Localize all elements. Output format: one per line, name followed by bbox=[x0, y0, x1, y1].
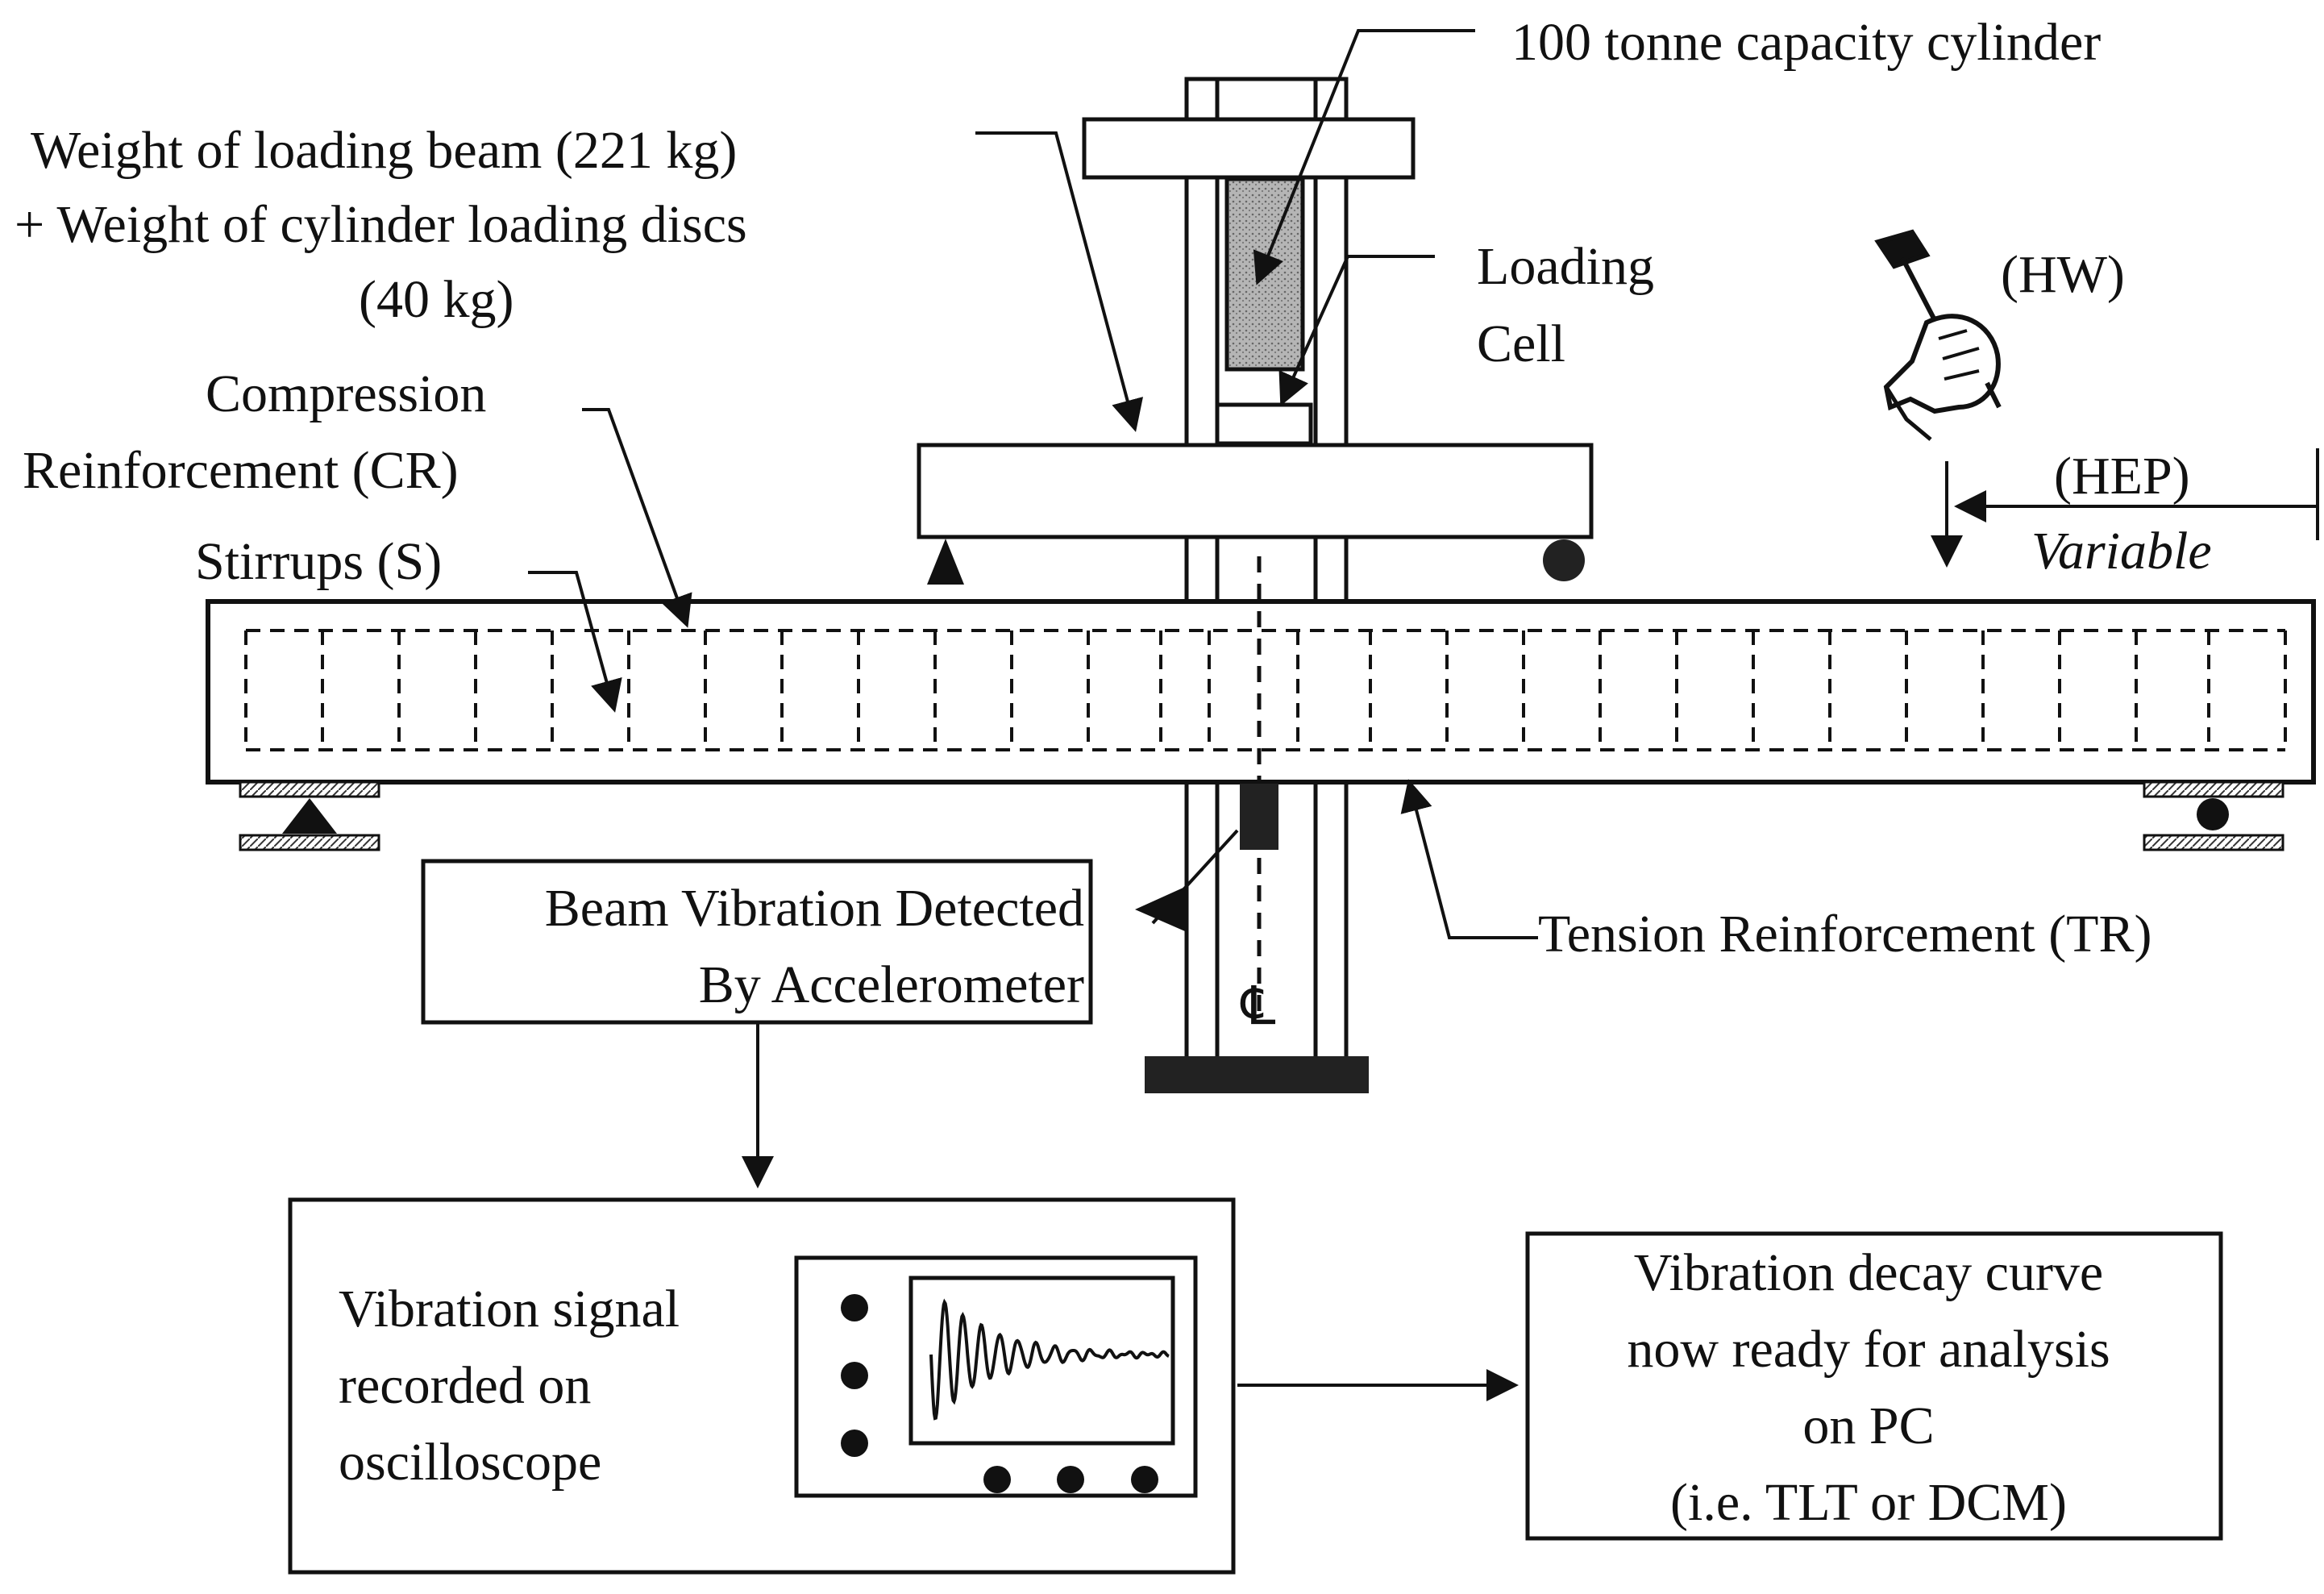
oscilloscope-knob bbox=[841, 1362, 868, 1389]
stirrups-leader bbox=[528, 571, 622, 713]
cr-label-line1: Compression bbox=[206, 364, 486, 423]
reinforcement-cage bbox=[244, 629, 2287, 751]
tension-label: Tension Reinforcement (TR) bbox=[1538, 905, 2151, 963]
frame-base-plate bbox=[1145, 1056, 1369, 1093]
pc-box-line2: now ready for analysis bbox=[1627, 1320, 2110, 1379]
loading-beam bbox=[917, 443, 1594, 539]
oscilloscope-icon bbox=[794, 1255, 1198, 1498]
cr-leader bbox=[582, 408, 692, 628]
pc-box-line1: Vibration decay curve bbox=[1634, 1243, 2103, 1302]
stirrups-label: Stirrups (S) bbox=[195, 532, 442, 591]
tr-leader bbox=[1400, 779, 1538, 939]
loading-pin-icon bbox=[927, 539, 964, 585]
hep-label: (HEP) bbox=[2054, 447, 2190, 506]
stirrups bbox=[244, 631, 2287, 750]
oscilloscope-knob bbox=[841, 1294, 868, 1321]
frame-left-column bbox=[1184, 77, 1220, 1092]
accelerometer-box-line2: By Accelerometer bbox=[699, 955, 1084, 1014]
crosshead bbox=[1082, 117, 1416, 180]
accelerometer-box-line1: Beam Vibration Detected bbox=[545, 879, 1084, 938]
accelerometer-icon bbox=[1240, 784, 1278, 850]
leader-lines bbox=[528, 29, 2319, 1401]
pc-box-line3: on PC bbox=[1802, 1396, 1934, 1455]
oscilloscope-knob bbox=[841, 1430, 868, 1457]
accelerometer-box bbox=[421, 859, 1093, 1025]
oscilloscope-box-line1: Vibration signal bbox=[339, 1280, 680, 1338]
centerline-symbol: ℄ bbox=[1240, 977, 1276, 1036]
weight-label-line3: (40 kg) bbox=[359, 270, 513, 329]
loading-cell-leader bbox=[1278, 255, 1435, 406]
loading-cell-label-line1: Loading bbox=[1477, 237, 1654, 296]
loading-cell bbox=[1215, 402, 1313, 446]
pin-support-icon bbox=[239, 780, 380, 851]
pc-box-line4: (i.e. TLT or DCM) bbox=[1670, 1473, 2067, 1532]
hw-label: (HW) bbox=[2001, 245, 2125, 304]
loading-cell-label-line2: Cell bbox=[1477, 314, 1565, 373]
oscilloscope-button bbox=[983, 1466, 1011, 1493]
variable-label: Variable bbox=[2031, 522, 2212, 581]
oscilloscope-button bbox=[1131, 1466, 1158, 1493]
weight-leader bbox=[975, 131, 1144, 432]
oscilloscope-button bbox=[1057, 1466, 1084, 1493]
cylinder-label: 100 tonne capacity cylinder bbox=[1511, 13, 2101, 72]
weight-label-line1: Weight of loading beam (221 kg) bbox=[31, 121, 737, 180]
hydraulic-cylinder bbox=[1224, 177, 1305, 372]
oscilloscope-box-line3: oscilloscope bbox=[339, 1433, 601, 1492]
oscilloscope-box-line2: recorded on bbox=[339, 1356, 591, 1415]
weight-label-line2: + Weight of cylinder loading discs bbox=[15, 195, 747, 254]
frame-right-column bbox=[1313, 77, 1349, 1092]
cylinder-leader bbox=[1253, 29, 1475, 285]
roller-support-icon bbox=[2143, 780, 2285, 851]
accelerometer-signal-icon bbox=[1135, 887, 1185, 931]
pc-analysis-box bbox=[1525, 1231, 2223, 1541]
decay-waveform bbox=[929, 1298, 1170, 1421]
loading-roller-icon bbox=[1543, 539, 1585, 581]
hammer-in-hand-icon bbox=[1874, 229, 2002, 441]
cr-label-line2: Reinforcement (CR) bbox=[23, 441, 459, 500]
